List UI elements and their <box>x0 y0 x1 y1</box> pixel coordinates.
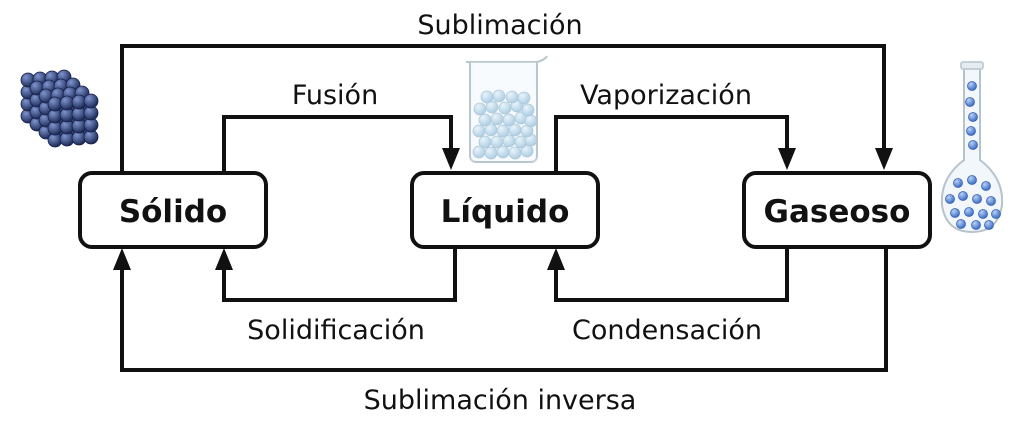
vaporization-arrow <box>554 115 796 172</box>
liquid-state-box: Líquido <box>410 171 600 249</box>
particle <box>965 97 975 107</box>
particle <box>83 93 99 109</box>
reverse-sublimation-label: Sublimación inversa <box>364 385 637 416</box>
particle <box>485 100 499 114</box>
particle <box>517 91 531 105</box>
flask-icon <box>940 61 1004 234</box>
particle <box>953 178 963 188</box>
fusion-arrow <box>222 115 460 172</box>
particle <box>492 89 506 103</box>
beaker-icon <box>466 55 548 163</box>
particle <box>945 194 955 204</box>
particle <box>968 140 978 150</box>
solid-state-box: Sólido <box>78 171 268 249</box>
particle <box>984 220 994 230</box>
solidification-arrow <box>215 247 457 302</box>
particle <box>956 219 966 229</box>
solid-lattice-icon <box>20 69 99 148</box>
gas-state-label: Gaseoso <box>764 194 911 230</box>
particle <box>991 209 1001 219</box>
sublimation-label: Sublimación <box>417 10 582 41</box>
particle <box>967 81 977 91</box>
particle <box>521 103 535 117</box>
particle <box>958 191 968 201</box>
particle <box>950 208 960 218</box>
particle <box>972 194 982 204</box>
particle <box>986 196 996 206</box>
particle <box>978 209 988 219</box>
particle <box>971 220 981 230</box>
vaporization-label: Vaporización <box>580 80 752 111</box>
particle <box>520 144 534 158</box>
particle <box>966 126 976 136</box>
condensation-label: Condensación <box>572 315 762 346</box>
particle <box>964 207 974 217</box>
condensation-arrow <box>547 247 789 302</box>
particle <box>967 175 977 185</box>
gas-state-box: Gaseoso <box>742 171 932 249</box>
particle <box>968 112 978 122</box>
sublimation-arrow <box>120 44 893 172</box>
solidification-label: Solidificación <box>247 315 425 346</box>
fusion-label: Fusión <box>292 80 378 111</box>
liquid-state-label: Líquido <box>441 194 570 230</box>
particle <box>981 181 991 191</box>
solid-state-label: Sólido <box>119 194 227 230</box>
reverse-sublimation-arrow <box>113 247 888 372</box>
